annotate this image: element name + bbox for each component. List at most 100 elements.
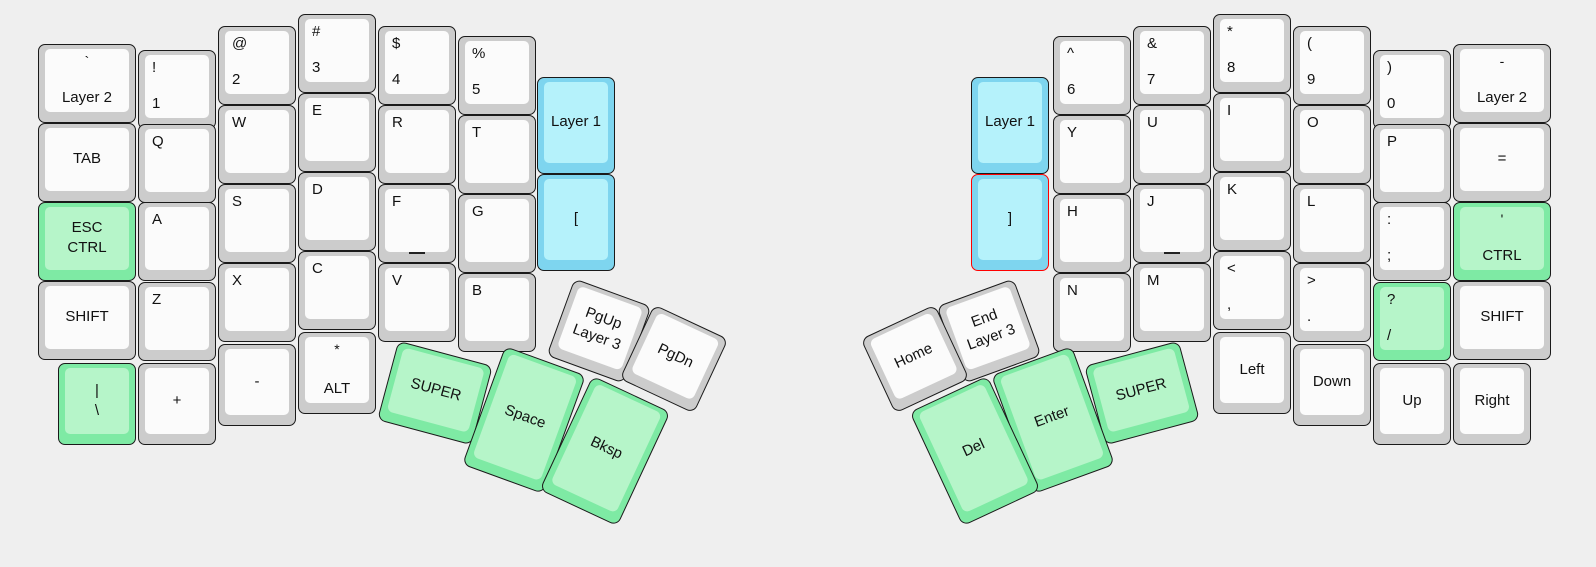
key-r-c4-r4[interactable]: Down bbox=[1293, 344, 1371, 426]
key-face bbox=[385, 189, 449, 252]
key-r-c3-r0[interactable]: *8 bbox=[1213, 14, 1291, 93]
key-r-c0-r1[interactable]: ] bbox=[971, 174, 1049, 271]
key-face bbox=[45, 128, 129, 191]
key-l-c2-r1[interactable]: W bbox=[218, 105, 296, 184]
key-face bbox=[544, 179, 608, 260]
key-l-c2-r2[interactable]: S bbox=[218, 184, 296, 263]
key-r-c2-r3[interactable]: M bbox=[1133, 263, 1211, 342]
key-l-c4-r0[interactable]: $4 bbox=[378, 26, 456, 105]
key-face bbox=[145, 207, 209, 270]
key-l-c4-r1[interactable]: R bbox=[378, 105, 456, 184]
key-l-c5-r1[interactable]: T bbox=[458, 115, 536, 194]
key-face bbox=[544, 82, 608, 163]
key-r-c5-r2[interactable]: :; bbox=[1373, 202, 1451, 281]
key-l-c5-r3[interactable]: B bbox=[458, 273, 536, 352]
key-r-c4-r0[interactable]: (9 bbox=[1293, 26, 1371, 105]
key-r-c1-r3[interactable]: N bbox=[1053, 273, 1131, 352]
key-r-c3-r4[interactable]: Left bbox=[1213, 332, 1291, 414]
key-r-c4-r3[interactable]: >. bbox=[1293, 263, 1371, 342]
key-face bbox=[145, 287, 209, 350]
key-l-c6-r1[interactable]: [ bbox=[537, 174, 615, 271]
key-l-c0-r4[interactable]: |\ bbox=[58, 363, 136, 445]
key-l-c3-r2[interactable]: D bbox=[298, 172, 376, 251]
key-face bbox=[465, 120, 529, 183]
key-face bbox=[1140, 268, 1204, 331]
key-r-c3-r3[interactable]: <, bbox=[1213, 251, 1291, 330]
key-face bbox=[1060, 199, 1124, 262]
key-face bbox=[45, 207, 129, 270]
key-face bbox=[145, 55, 209, 118]
key-l-c1-r2[interactable]: A bbox=[138, 202, 216, 281]
key-r-c3-r2[interactable]: K bbox=[1213, 172, 1291, 251]
key-l-c3-r0[interactable]: #3 bbox=[298, 14, 376, 93]
key-l-c1-r1[interactable]: Q bbox=[138, 124, 216, 203]
key-r-c6-r1[interactable]: = bbox=[1453, 123, 1551, 202]
key-r-c5-r1[interactable]: P bbox=[1373, 124, 1451, 203]
key-face bbox=[465, 199, 529, 262]
key-face bbox=[225, 110, 289, 173]
key-l-c0-r0[interactable]: `Layer 2 bbox=[38, 44, 136, 123]
key-r-c4-r1[interactable]: O bbox=[1293, 105, 1371, 184]
key-r-c3-r1[interactable]: I bbox=[1213, 93, 1291, 172]
key-face bbox=[1140, 110, 1204, 173]
key-l-c0-r1[interactable]: TAB bbox=[38, 123, 136, 202]
key-r-c2-r2[interactable]: J bbox=[1133, 184, 1211, 263]
key-l-c4-r2[interactable]: F bbox=[378, 184, 456, 263]
key-face bbox=[1300, 189, 1364, 252]
key-r-c2-r1[interactable]: U bbox=[1133, 105, 1211, 184]
key-l-c2-r4[interactable]: - bbox=[218, 344, 296, 426]
key-face bbox=[1060, 278, 1124, 341]
key-face bbox=[465, 278, 529, 341]
key-r-c6-r2[interactable]: 'CTRL bbox=[1453, 202, 1551, 281]
key-l-c1-r3[interactable]: Z bbox=[138, 282, 216, 361]
key-l-c6-r0[interactable]: Layer 1 bbox=[537, 77, 615, 174]
key-r-c4-r2[interactable]: L bbox=[1293, 184, 1371, 263]
key-r-c5-r0[interactable]: )0 bbox=[1373, 50, 1451, 129]
key-l-c4-r3[interactable]: V bbox=[378, 263, 456, 342]
key-face bbox=[1300, 31, 1364, 94]
key-face bbox=[305, 19, 369, 82]
key-face bbox=[45, 286, 129, 349]
key-face bbox=[1140, 31, 1204, 94]
key-r-c0-r0[interactable]: Layer 1 bbox=[971, 77, 1049, 174]
key-r-c6-r3[interactable]: SHIFT bbox=[1453, 281, 1551, 360]
key-face bbox=[978, 179, 1042, 260]
key-face bbox=[1380, 207, 1444, 270]
key-face bbox=[385, 31, 449, 94]
key-l-c3-r3[interactable]: C bbox=[298, 251, 376, 330]
key-l-c2-r3[interactable]: X bbox=[218, 263, 296, 342]
key-face bbox=[45, 49, 129, 112]
key-r-c5-r3[interactable]: ?/ bbox=[1373, 282, 1451, 361]
key-l-c3-r1[interactable]: E bbox=[298, 93, 376, 172]
key-face bbox=[145, 368, 209, 434]
key-face bbox=[305, 256, 369, 319]
key-l-c2-r0[interactable]: @2 bbox=[218, 26, 296, 105]
key-l-c5-r0[interactable]: %5 bbox=[458, 36, 536, 115]
key-r-c5-r4[interactable]: Up bbox=[1373, 363, 1451, 445]
key-r-c1-r1[interactable]: Y bbox=[1053, 115, 1131, 194]
homing-bar-icon bbox=[409, 252, 425, 254]
key-face bbox=[305, 177, 369, 240]
key-r-c1-r0[interactable]: ^6 bbox=[1053, 36, 1131, 115]
key-face bbox=[465, 41, 529, 104]
key-face bbox=[1460, 128, 1544, 191]
key-face bbox=[225, 31, 289, 94]
key-face bbox=[65, 368, 129, 434]
key-r-c6-r0[interactable]: -Layer 2 bbox=[1453, 44, 1551, 123]
key-face bbox=[1300, 268, 1364, 331]
key-face bbox=[1380, 368, 1444, 434]
key-r-c1-r2[interactable]: H bbox=[1053, 194, 1131, 273]
key-l-c1-r0[interactable]: !1 bbox=[138, 50, 216, 129]
key-r-c6-r4[interactable]: Right bbox=[1453, 363, 1531, 445]
key-face bbox=[1060, 120, 1124, 183]
key-face bbox=[305, 98, 369, 161]
key-l-c5-r2[interactable]: G bbox=[458, 194, 536, 273]
key-l-c0-r3[interactable]: SHIFT bbox=[38, 281, 136, 360]
key-l-c3-r4[interactable]: *ALT bbox=[298, 332, 376, 414]
key-l-c1-r4[interactable]: + bbox=[138, 363, 216, 445]
key-r-c2-r0[interactable]: &7 bbox=[1133, 26, 1211, 105]
key-face bbox=[1460, 207, 1544, 270]
key-face bbox=[1140, 189, 1204, 252]
key-face bbox=[385, 268, 449, 331]
